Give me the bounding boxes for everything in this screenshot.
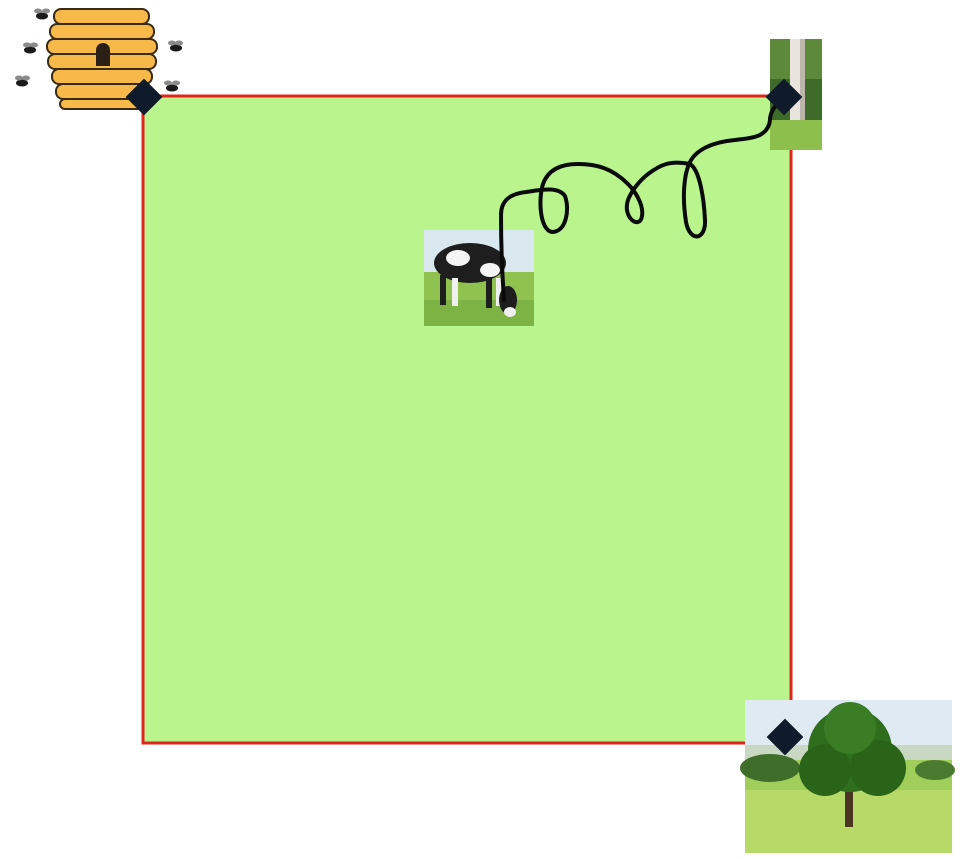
bee-icon bbox=[34, 9, 50, 20]
tree-photo bbox=[740, 700, 955, 853]
bee-icon bbox=[15, 76, 30, 87]
bee-icon bbox=[164, 81, 180, 92]
pasture-field bbox=[143, 96, 791, 743]
bee-icon bbox=[168, 41, 183, 52]
cow-photo bbox=[424, 230, 534, 326]
bee-icon bbox=[23, 43, 38, 54]
